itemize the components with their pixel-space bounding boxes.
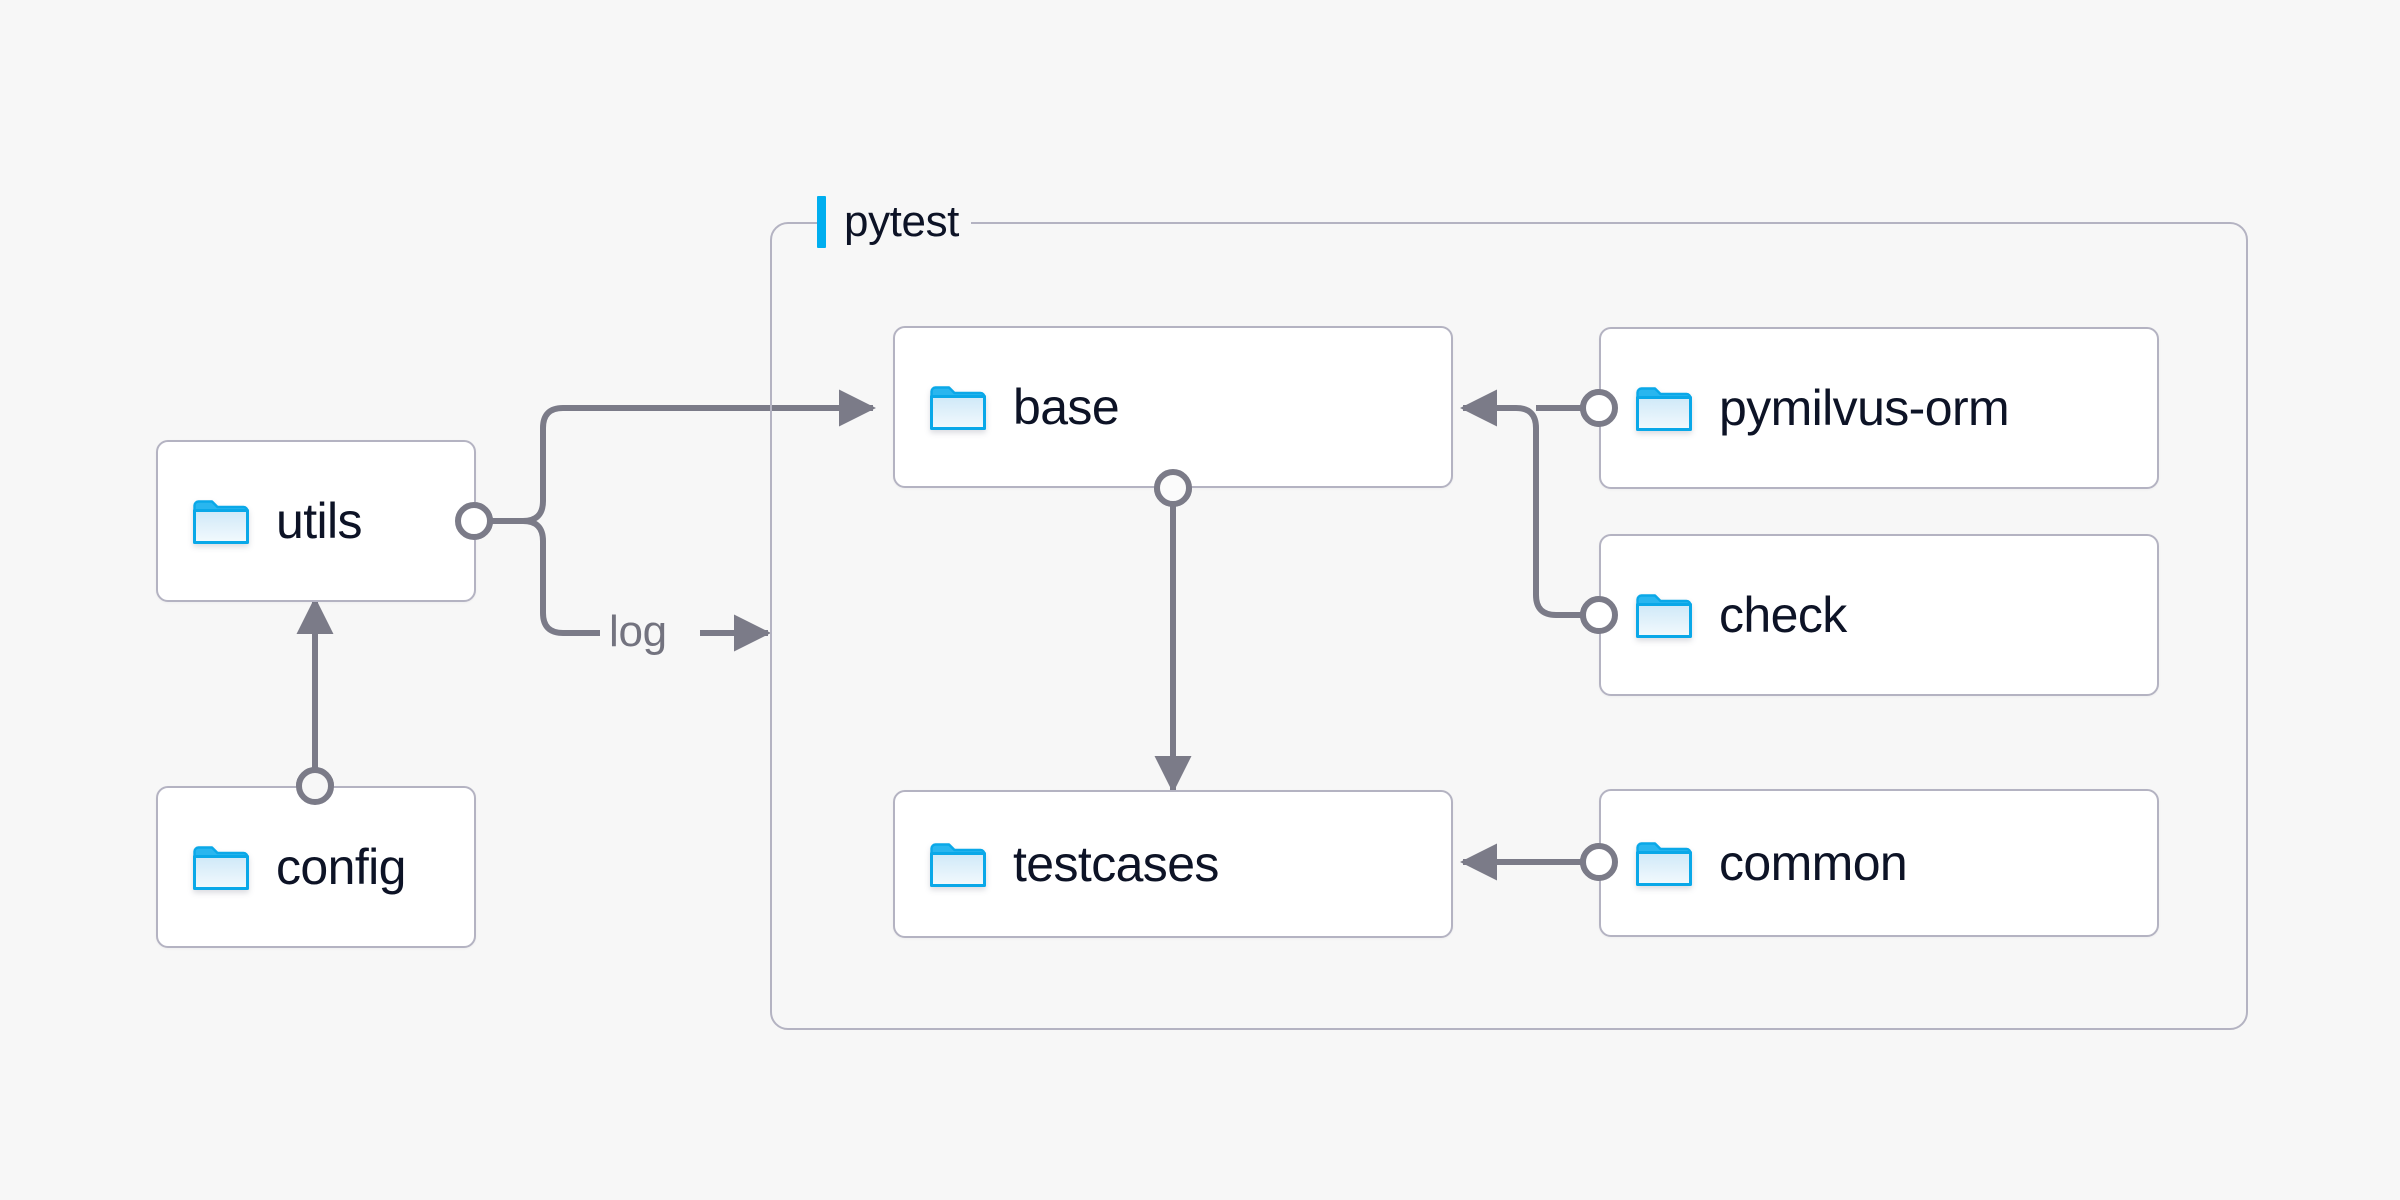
folder-icon: [929, 838, 987, 890]
folder-icon: [1635, 382, 1693, 434]
folder-icon: [192, 495, 250, 547]
folder-icon: [192, 841, 250, 893]
node-utils[interactable]: utils: [156, 440, 476, 602]
node-label: utils: [276, 493, 363, 549]
node-check[interactable]: check: [1599, 534, 2159, 696]
pytest-group-label: pytest: [817, 193, 971, 251]
node-label: base: [1013, 379, 1120, 435]
node-label: pymilvus-orm: [1719, 380, 2010, 436]
node-label: testcases: [1013, 836, 1219, 892]
node-pymilvus-orm[interactable]: pymilvus-orm: [1599, 327, 2159, 489]
folder-icon: [1635, 837, 1693, 889]
folder-icon: [929, 381, 987, 433]
folder-icon: [1635, 589, 1693, 641]
node-label: check: [1719, 587, 1847, 643]
group-title-text: pytest: [844, 197, 959, 246]
group-accent-bar: [817, 196, 826, 248]
edge-utils-to-pytest-log: [522, 518, 600, 636]
node-config[interactable]: config: [156, 786, 476, 948]
pytest-group-container: [770, 222, 2248, 1030]
node-label: config: [276, 839, 406, 895]
node-common[interactable]: common: [1599, 789, 2159, 937]
node-testcases[interactable]: testcases: [893, 790, 1453, 938]
node-label: common: [1719, 835, 1908, 891]
node-base[interactable]: base: [893, 326, 1453, 488]
edge-label-log: log: [603, 607, 673, 657]
